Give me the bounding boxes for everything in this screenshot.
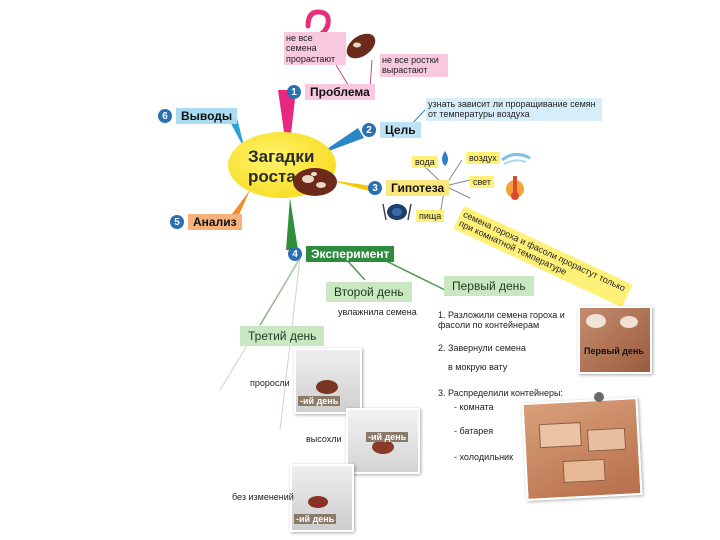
step-3-fridge: - холодильник [454,452,514,462]
result-sprouted: проросли [250,378,290,388]
branch-hypothesis: 3 Гипотеза [368,180,450,196]
wind-icon [501,153,531,165]
step-3: 3. Распределили контейнеры: [438,388,563,398]
branch-spike-goal [318,128,364,155]
fridge-photo-label: -ий день [294,514,337,525]
branch-problem: 1 Проблема [287,84,375,100]
first-day-photo-label: Первый день [584,346,644,356]
first-day-photo: Первый день [578,306,652,374]
step-3-room: - комната [454,402,494,412]
branch-label: Гипотеза [386,180,450,196]
step-1: 1. Разложили семена гороха и фасоли по к… [438,310,565,331]
branch-spike-experiment [286,198,298,250]
branch-number: 2 [362,123,376,137]
branch-analysis: 5 Анализ [170,214,242,230]
center-title-line1: Загадки [248,147,315,166]
result-unchanged: без изменений [232,492,294,502]
branch-label: Анализ [188,214,242,230]
hypothesis-air: воздух [466,152,500,165]
branch-spike-problem [278,90,296,160]
bean-icon [293,168,337,196]
branch-label: Выводы [176,108,238,124]
branch-label: Эксперимент [306,246,395,262]
branch-experiment: 4 Эксперимент [288,246,395,262]
fridge-result-photo: -ий день [290,464,354,532]
second-day-note: увлажнила семена [338,307,417,317]
day-third-box: Третий день [240,326,325,346]
problem-seeds-note: не все семена прорастают [284,32,346,66]
thermometer-icon [506,176,524,200]
day-second-box: Второй день [326,282,412,302]
goal-text: узнать зависит ли проращивание семян от … [426,98,602,121]
hypothesis-water: вода [412,156,438,169]
hypothesis-food: пища [416,210,445,223]
step-2: 2. Завернули семена [438,343,526,353]
room-result-photo: -ий день [294,348,362,414]
hypothesis-light: свет [470,176,495,189]
step-2-cont: в мокрую вату [448,362,508,372]
branch-goal: 2 Цель [362,122,421,138]
radiator-photo-label: -ий день [366,432,409,443]
result-dried: высохли [306,434,342,444]
pin-icon [594,392,604,402]
problem-sprouts-note: не все ростки вырастают [380,54,448,77]
water-drop-icon [442,151,448,166]
branch-number: 4 [288,247,302,261]
radiator-result-photo: -ий день [346,408,420,474]
branch-number: 1 [287,85,301,99]
branch-number: 3 [368,181,382,195]
step-3-radiator: - батарея [454,426,494,436]
branch-label: Цель [380,122,421,138]
branch-spike-hypothesis [330,180,372,192]
branch-conclusions: 6 Выводы [158,108,238,124]
center-title-line2: роста [248,167,296,186]
containers-photo [521,397,643,501]
branch-number: 5 [170,215,184,229]
bean-icon-small [346,33,376,59]
branch-label: Проблема [305,84,375,100]
plate-icon [382,203,412,221]
room-photo-label: -ий день [298,396,341,407]
day-first-box: Первый день [444,276,534,296]
branch-number: 6 [158,109,172,123]
